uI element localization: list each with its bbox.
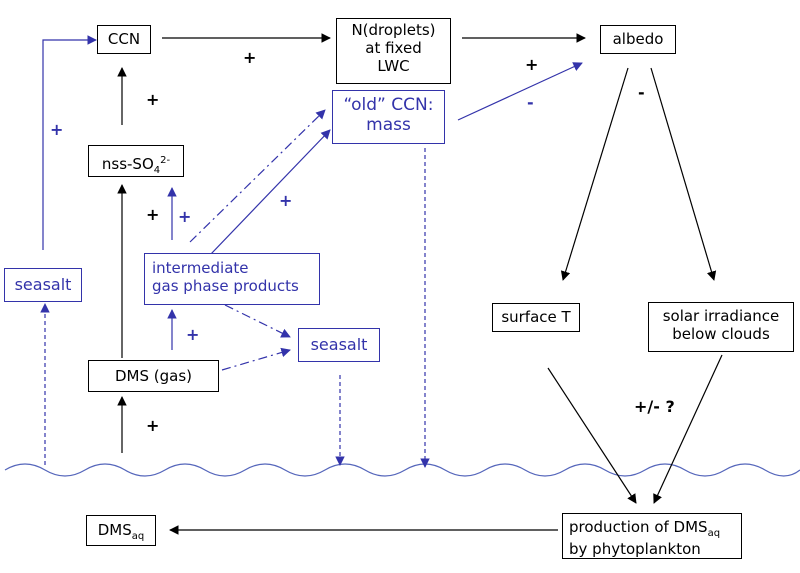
solar-box: solar irradiance below clouds bbox=[648, 302, 794, 352]
sign-old-ccn-to-albedo-plus: + bbox=[525, 55, 539, 74]
albedo-label: albedo bbox=[612, 30, 664, 48]
seasalt-center-label: seasalt bbox=[310, 335, 368, 354]
solar-line-2: below clouds bbox=[672, 325, 770, 343]
seasalt-left-label: seasalt bbox=[14, 275, 72, 294]
intermediate-line-2: gas phase products bbox=[152, 277, 299, 295]
nss-so4-sub: 4 bbox=[153, 165, 161, 176]
dms-aq-label: DMS bbox=[97, 521, 132, 539]
sign-to-production: +/- ? bbox=[634, 397, 675, 416]
dms-aq-box: DMSaq bbox=[86, 515, 156, 546]
old-ccn-box: “old” CCN: mass bbox=[332, 90, 445, 144]
nss-so4-box: nss-SO42- bbox=[88, 145, 184, 177]
seasalt-center-box: seasalt bbox=[298, 328, 380, 362]
arrow-albedo-to-surface-t bbox=[560, 67, 629, 281]
sign-old-ccn-to-albedo-minus: - bbox=[527, 93, 534, 112]
n-droplets-line-2: at fixed bbox=[365, 39, 422, 57]
nss-so4-sup: 2- bbox=[160, 155, 171, 166]
dms-gas-label: DMS (gas) bbox=[114, 367, 192, 385]
arrow-seasalt-left-to-ccn bbox=[42, 35, 97, 250]
production-line-2: by phytoplankton bbox=[569, 540, 701, 558]
ccn-box: CCN bbox=[97, 25, 151, 54]
production-line-1-text: production of DMS bbox=[569, 518, 708, 536]
surface-t-label: surface T bbox=[501, 308, 571, 326]
ccn-label: CCN bbox=[107, 30, 141, 48]
seasalt-left-box: seasalt bbox=[4, 268, 82, 302]
albedo-box: albedo bbox=[600, 25, 676, 54]
dms-gas-box: DMS (gas) bbox=[88, 360, 219, 392]
arrow-albedo-to-solar bbox=[650, 67, 717, 281]
sign-albedo-minus: - bbox=[638, 83, 645, 102]
dms-aq-sub: aq bbox=[131, 531, 145, 542]
old-ccn-line-2: mass bbox=[366, 115, 411, 136]
sign-intermediate-to-nss: + bbox=[178, 207, 192, 226]
production-line-1: production of DMSaq bbox=[569, 518, 741, 540]
arrow-intermediate-to-old-ccn-dashdot bbox=[189, 109, 326, 243]
sign-ccn-to-droplets: + bbox=[243, 48, 257, 67]
ocean-surface-wave bbox=[4, 463, 800, 477]
intermediate-line-1: intermediate bbox=[152, 259, 249, 277]
sign-dms-to-nss: + bbox=[146, 205, 160, 224]
surface-t-box: surface T bbox=[492, 303, 580, 332]
arrow-intermediate-to-seasalt bbox=[224, 304, 291, 338]
sign-intermediate-to-old-ccn: + bbox=[279, 191, 293, 210]
arrow-old-ccn-to-albedo bbox=[457, 62, 583, 121]
arrow-intermediate-to-old-ccn bbox=[209, 129, 331, 256]
production-box: production of DMSaq by phytoplankton bbox=[562, 513, 742, 559]
sign-seasalt-left-to-ccn: + bbox=[50, 120, 64, 139]
solar-line-1: solar irradiance bbox=[662, 307, 780, 325]
n-droplets-line-1: N(droplets) bbox=[351, 21, 436, 39]
sign-ocean-to-dms: + bbox=[146, 416, 160, 435]
n-droplets-box: N(droplets) at fixed LWC bbox=[336, 18, 451, 84]
nss-so4-label: nss-SO bbox=[101, 155, 154, 173]
n-droplets-line-3: LWC bbox=[377, 57, 410, 75]
production-line-1-sub: aq bbox=[707, 528, 721, 539]
arrow-surface-t-to-production bbox=[547, 367, 637, 504]
sign-nss-to-ccn: + bbox=[146, 90, 160, 109]
arrow-solar-to-production bbox=[653, 354, 723, 504]
old-ccn-line-1: “old” CCN: bbox=[343, 95, 434, 115]
sign-dms-to-intermediate: + bbox=[186, 325, 200, 344]
arrow-dms-to-seasalt bbox=[221, 347, 291, 371]
intermediate-box: intermediate gas phase products bbox=[144, 253, 320, 305]
